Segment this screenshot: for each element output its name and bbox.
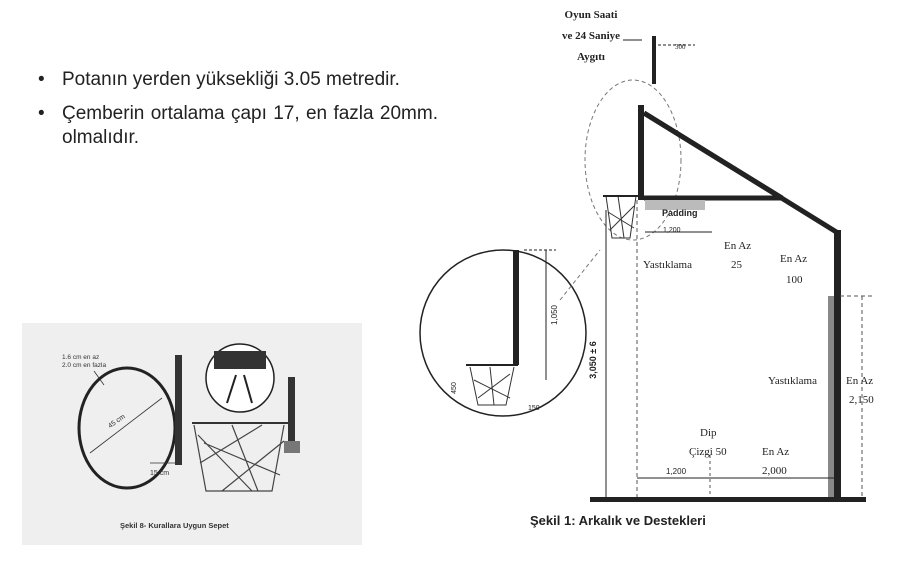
zoom-450-label: 450 xyxy=(451,382,458,394)
bullet-text-height: Potanın yerden yüksekliği 3.05 metredir. xyxy=(62,69,400,90)
en-az-100-line1: En Az xyxy=(780,253,807,265)
zoom-detail-circle xyxy=(419,249,587,417)
en-az-25-line2: 25 xyxy=(731,259,743,271)
thickness-note-1: 1.6 cm en az xyxy=(62,354,99,361)
bullet-item: • Potanın yerden yüksekliği 3.05 metredir… xyxy=(32,68,438,92)
detail-bracket-left xyxy=(226,374,237,404)
small-net xyxy=(605,195,637,239)
en-az-2150-line1: En Az xyxy=(846,375,873,387)
thickness-note-2: 2.0 cm en fazla xyxy=(62,362,106,369)
clock-label-line2: ve 24 Saniye xyxy=(562,30,620,42)
dim-1200-label: 1,200 xyxy=(666,467,687,476)
figure-8-basket: 1.6 cm en az 2.0 cm en fazla 45 cm 15 cm… xyxy=(22,323,362,545)
bullet-list: • Potanın yerden yüksekliği 3.05 metredir… xyxy=(32,68,438,160)
en-az-100-line2: 100 xyxy=(786,274,803,286)
dip-line2: Çizgi 50 xyxy=(689,446,727,458)
clock-label-line1: Oyun Saati xyxy=(565,9,618,21)
clock-label-line3: Aygıtı xyxy=(577,51,605,63)
yastiklama-label-2: Yastıklama xyxy=(768,375,817,387)
zoom-net xyxy=(469,366,515,406)
support-pole xyxy=(288,377,295,443)
net xyxy=(193,424,285,492)
gap-label: 15 cm xyxy=(150,470,169,477)
figure-8-caption: Şekil 8- Kurallara Uygun Sepet xyxy=(120,521,229,530)
support-column xyxy=(834,230,841,500)
dip-line1: Dip xyxy=(700,427,717,439)
clock-dim-label: 300 xyxy=(675,43,686,51)
backboard-side-view xyxy=(175,355,182,465)
figure-1-caption: Şekil 1: Arkalık ve Destekleri xyxy=(530,513,706,528)
detail-backboard xyxy=(214,351,266,369)
pole-pad xyxy=(284,441,300,453)
zoom-1050-label: 1,050 xyxy=(550,304,559,325)
zoom-connector xyxy=(559,249,601,301)
yastiklama-label-1: Yastıklama xyxy=(643,259,692,271)
detail-circle-marker xyxy=(584,79,682,241)
arm-padding xyxy=(645,200,705,210)
bullet-dot: • xyxy=(38,103,45,124)
floor-line xyxy=(590,497,866,502)
en-az-2150-line2: 2,150 xyxy=(849,394,874,406)
bullet-text-rim: Çemberin ortalama çapı 17, en fazla 20mm… xyxy=(62,103,438,148)
height-dim-label: 3,050 ± 6 xyxy=(588,341,598,378)
column-padding xyxy=(828,296,834,500)
backboard xyxy=(638,105,644,200)
shot-clock-post xyxy=(652,36,656,84)
zoom-backboard xyxy=(513,250,519,365)
en-az-2000-line2: 2,000 xyxy=(762,465,787,477)
en-az-2000-line1: En Az xyxy=(762,446,789,458)
diagonal-brace xyxy=(642,110,784,201)
detail-bracket-right xyxy=(243,374,253,404)
padding-label: Padding xyxy=(662,208,698,218)
zoom-150-label: 150 xyxy=(528,405,540,412)
padding-dim-label: 1,200 xyxy=(663,227,681,234)
bullet-item: • Çemberin ortalama çapı 17, en fazla 20m… xyxy=(32,102,438,150)
figure-1-backboard-diagram: Oyun Saati ve 24 Saniye Aygıtı 300 3,050… xyxy=(419,9,874,528)
diameter-line xyxy=(89,397,163,454)
bullet-dot: • xyxy=(38,69,45,90)
en-az-25-line1: En Az xyxy=(724,240,751,252)
